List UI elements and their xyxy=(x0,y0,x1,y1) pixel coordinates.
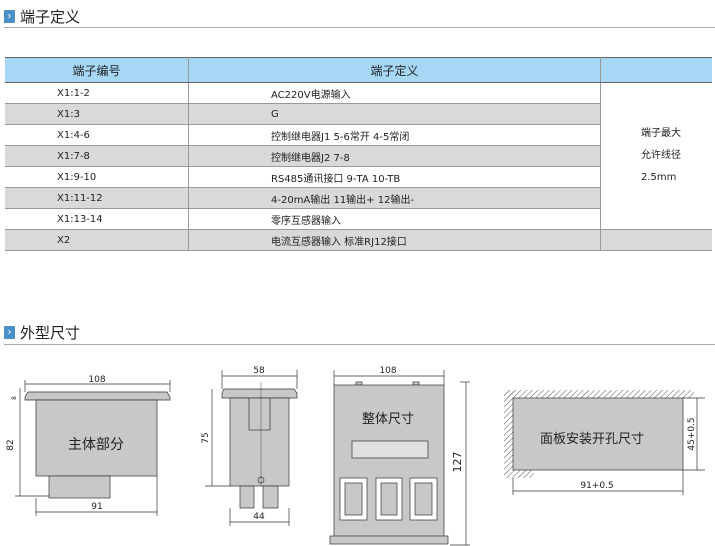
drawing-whole: 108 127 整体尺寸 xyxy=(329,366,470,546)
drawing-main-body: 108 8 82 91 主体部分 xyxy=(6,375,171,516)
whole-label: 整体尺寸 xyxy=(362,412,414,427)
cell-id: X1:7-8 xyxy=(5,145,189,167)
section-title-text: 外型尺寸 xyxy=(20,324,81,342)
divider xyxy=(4,27,715,28)
dim-width-top: 108 xyxy=(88,375,105,385)
dim-plate: 8 xyxy=(11,396,18,400)
cell-note-empty xyxy=(600,229,712,251)
cell-def: G xyxy=(188,103,601,125)
section-title-terminal: › 端子定义 xyxy=(4,6,80,27)
cell-def: RS485通讯接口 9-TA 10-TB xyxy=(188,166,601,188)
dim-top: 58 xyxy=(253,366,265,376)
header-id: 端子编号 xyxy=(5,57,189,83)
cell-note: 端子最大允许线径 2.5mm xyxy=(600,82,712,230)
drawing-cutout: 面板安装开孔尺寸 45+0.5 91+0.5 xyxy=(504,390,705,495)
cutout-label: 面板安装开孔尺寸 xyxy=(540,432,644,447)
dim-width-bottom: 91 xyxy=(91,502,102,512)
cell-def: 4-20mA输出 11输出+ 12输出- xyxy=(188,187,601,209)
cell-def: 控制继电器J2 7-8 xyxy=(188,145,601,167)
header-note xyxy=(600,57,712,83)
divider xyxy=(4,344,715,345)
chevron-right-icon: › xyxy=(4,326,15,339)
header-def: 端子定义 xyxy=(188,57,601,83)
section-title-dimensions: › 外型尺寸 xyxy=(4,322,80,343)
cell-def: 零序互感器输入 xyxy=(188,208,601,230)
section-title-text: 端子定义 xyxy=(20,8,81,26)
cell-id: X1:11-12 xyxy=(5,187,189,209)
dim-width: 108 xyxy=(379,366,396,376)
cell-id: X2 xyxy=(5,229,189,251)
dim-width: 91+0.5 xyxy=(580,481,613,491)
cell-id: X1:13-14 xyxy=(5,208,189,230)
dimension-drawings: 108 8 82 91 主体部分 58 75 44 xyxy=(6,366,705,546)
dim-height: 82 xyxy=(6,439,16,450)
dim-height: 127 xyxy=(451,452,464,473)
cell-id: X1:9-10 xyxy=(5,166,189,188)
main-body-label: 主体部分 xyxy=(68,437,124,453)
cell-def: 控制继电器J1 5-6常开 4-5常闭 xyxy=(188,124,601,146)
table-header: 端子编号 端子定义 xyxy=(5,57,712,83)
note-line: 允许线径 xyxy=(641,150,681,161)
dim-height: 45+0.5 xyxy=(687,417,697,450)
cell-id: X1:1-2 xyxy=(5,82,189,104)
note-line: 端子最大 xyxy=(641,128,681,139)
drawing-side-view: 58 75 44 xyxy=(201,366,298,526)
chevron-right-icon: › xyxy=(4,10,15,23)
note-line: 2.5mm xyxy=(641,172,677,183)
cell-id: X1:4-6 xyxy=(5,124,189,146)
dim-bottom: 44 xyxy=(253,512,265,522)
cell-def: AC220V电源输入 xyxy=(188,82,601,104)
cell-id: X1:3 xyxy=(5,103,189,125)
cell-def: 电流互感器输入 标准RJ12接口 xyxy=(188,229,601,251)
dim-height: 75 xyxy=(201,432,211,443)
